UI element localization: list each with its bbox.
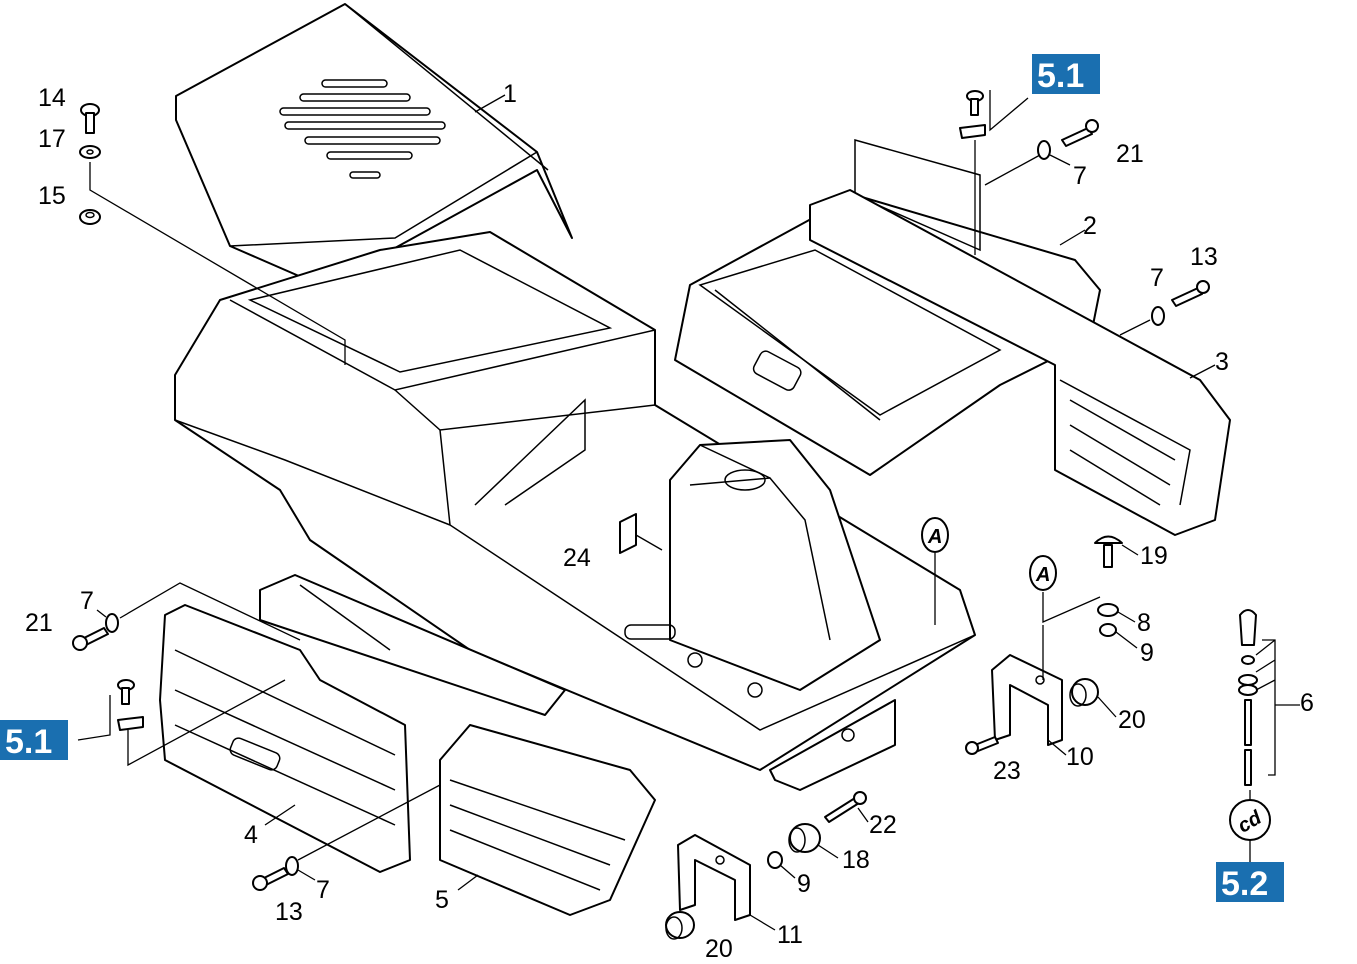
- spacer-18: [788, 823, 821, 853]
- label-18: 18: [842, 846, 870, 874]
- label-10: 10: [1066, 743, 1094, 771]
- bracket-6: [1255, 639, 1300, 776]
- label-6: 6: [1300, 689, 1314, 717]
- screw-13-bottom: [252, 867, 289, 891]
- washer-7-left: [105, 613, 119, 633]
- part-6-rod-assembly: [1238, 609, 1258, 786]
- washer-7-bottom: [285, 856, 299, 876]
- washer-17: [79, 145, 101, 159]
- label-21-left: 21: [25, 609, 53, 637]
- part-5-front-fender: [439, 724, 656, 916]
- reference-text-top-right: 5.1: [1037, 57, 1084, 95]
- leader-a-bracket: [1042, 592, 1101, 623]
- label-22: 22: [869, 811, 897, 839]
- callout-labels: 1 2 3 4 5 6 7 7 7 7 8 9 9 10 11 13 13 14…: [25, 80, 1314, 963]
- screw-21-left: [72, 627, 109, 651]
- vent-slots: [279, 79, 446, 179]
- rubber-mount-20-bottom: [665, 911, 695, 940]
- label-24: 24: [563, 544, 591, 572]
- label-9-right: 9: [1140, 639, 1154, 667]
- label-13-right: 13: [1190, 243, 1218, 271]
- marker-a-floor: A: [921, 517, 949, 553]
- leader-5-1-top: [989, 90, 1029, 132]
- label-13-bottom: 13: [275, 898, 303, 926]
- bolt-23: [965, 736, 999, 755]
- leader-7-right: [1119, 319, 1151, 336]
- nut-9-right: [1099, 623, 1117, 637]
- label-11: 11: [777, 921, 803, 949]
- label-20-right: 20: [1118, 706, 1146, 734]
- left-rail: [259, 574, 566, 716]
- screw-14: [80, 103, 100, 134]
- leader-24: [635, 534, 663, 551]
- nut-15: [79, 209, 101, 225]
- underside-bracket: [769, 699, 896, 791]
- part-10-bracket: [991, 654, 1063, 746]
- label-23: 23: [993, 757, 1021, 785]
- bracket-5-1-left: [117, 679, 144, 731]
- part-1-top-cover: [175, 3, 573, 321]
- bolt-22: [824, 791, 867, 823]
- part-4-left-fender: [159, 604, 411, 873]
- nut-9-bottom: [767, 851, 783, 869]
- label-5: 5: [435, 886, 449, 914]
- screw-13-right: [1171, 280, 1210, 307]
- label-21-right: 21: [1116, 140, 1144, 168]
- label-14: 14: [38, 84, 66, 112]
- reference-text-bottom-right: 5.2: [1221, 865, 1268, 903]
- part-24-label-plate: [619, 513, 637, 554]
- leader-7-left: [119, 582, 301, 641]
- label-9-bottom: 9: [797, 870, 811, 898]
- label-20-bottom: 20: [705, 935, 733, 963]
- label-7-bottom: 7: [316, 876, 330, 904]
- leader-screw-top: [984, 154, 1041, 186]
- seat-tower: [624, 439, 881, 698]
- rubber-mount-20-right: [1069, 678, 1099, 707]
- marker-a-bracket-text: A: [1035, 564, 1050, 586]
- label-7-left: 7: [80, 587, 94, 615]
- label-15: 15: [38, 182, 66, 210]
- washer-7-top: [1037, 140, 1051, 160]
- marker-cd: cd: [1229, 799, 1271, 841]
- label-2: 2: [1083, 212, 1097, 240]
- reference-text-left: 5.1: [5, 723, 52, 761]
- label-1: 1: [503, 80, 517, 108]
- part-3-rear-fender: [809, 189, 1231, 536]
- leader-7-bottom: [297, 784, 441, 861]
- marker-a-floor-text: A: [927, 526, 942, 548]
- label-3: 3: [1215, 348, 1229, 376]
- bracket-5-1-top: [959, 90, 986, 139]
- reference-badge-left: 5.1: [0, 720, 68, 761]
- label-4: 4: [244, 821, 258, 849]
- label-19: 19: [1140, 542, 1168, 570]
- marker-a-bracket: A: [1029, 555, 1057, 591]
- label-8: 8: [1137, 609, 1151, 637]
- leader-top-left: [89, 162, 346, 365]
- label-17: 17: [38, 125, 66, 153]
- label-7-top: 7: [1073, 162, 1087, 190]
- screw-21-right: [1061, 119, 1099, 147]
- bolt-19: [1094, 535, 1123, 568]
- part-11-bracket: [677, 834, 751, 921]
- washer-7-right: [1151, 306, 1165, 326]
- washer-8: [1097, 603, 1119, 617]
- reference-badge-bottom-right: 5.2: [1216, 862, 1284, 903]
- label-7-right: 7: [1150, 264, 1164, 292]
- leader-5-1-left: [77, 695, 111, 741]
- reference-badge-top-right: 5.1: [1032, 54, 1100, 95]
- leader-bracket-left: [127, 679, 286, 767]
